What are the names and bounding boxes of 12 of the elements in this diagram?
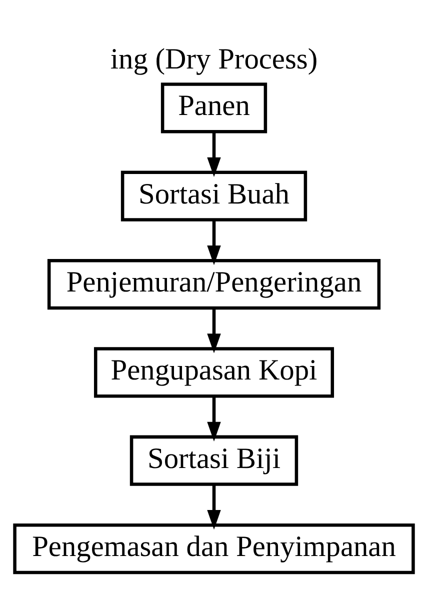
- arrow: [207, 396, 221, 441]
- arrow: [207, 308, 221, 353]
- arrow: [207, 484, 221, 530]
- diagram-title: ing (Dry Process): [110, 43, 318, 76]
- node-box: Panen: [160, 82, 268, 133]
- node-box: Pengemasan dan Penyimpanan: [13, 522, 415, 574]
- node-box: Penjemuran/Pengeringan: [47, 258, 381, 310]
- node-box: Pengupasan Kopi: [94, 346, 334, 398]
- arrow: [207, 131, 221, 176]
- node-box: Sortasi Buah: [120, 170, 308, 221]
- arrow: [207, 220, 221, 265]
- node-box: Sortasi Biji: [130, 434, 298, 486]
